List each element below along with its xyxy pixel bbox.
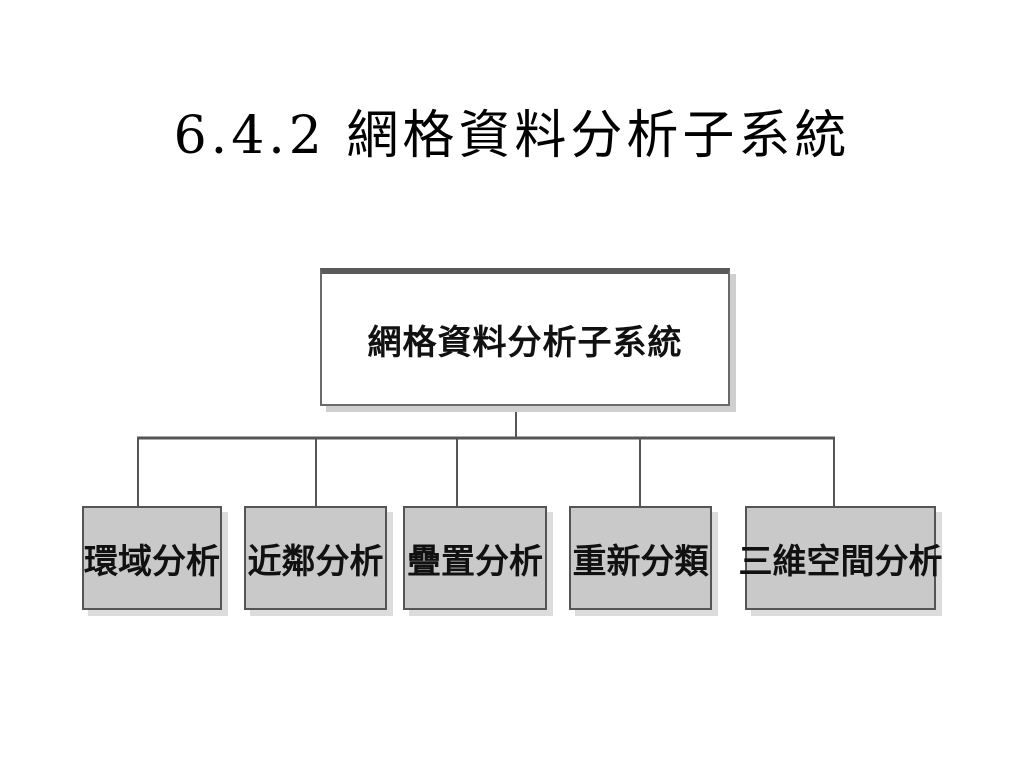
child-node-overlay-analysis: 疊置分析	[403, 506, 547, 610]
root-node: 網格資料分析子系統	[320, 268, 730, 406]
child-node-proximity-analysis: 近鄰分析	[244, 506, 387, 610]
child-node-reclassification: 重新分類	[569, 506, 712, 610]
slide-title: 6.4.2 網格資料分析子系統	[173, 106, 851, 166]
child-node-buffer-analysis: 環域分析	[82, 506, 222, 610]
child-node-3d-spatial-analysis: 三維空間分析	[739, 506, 943, 610]
